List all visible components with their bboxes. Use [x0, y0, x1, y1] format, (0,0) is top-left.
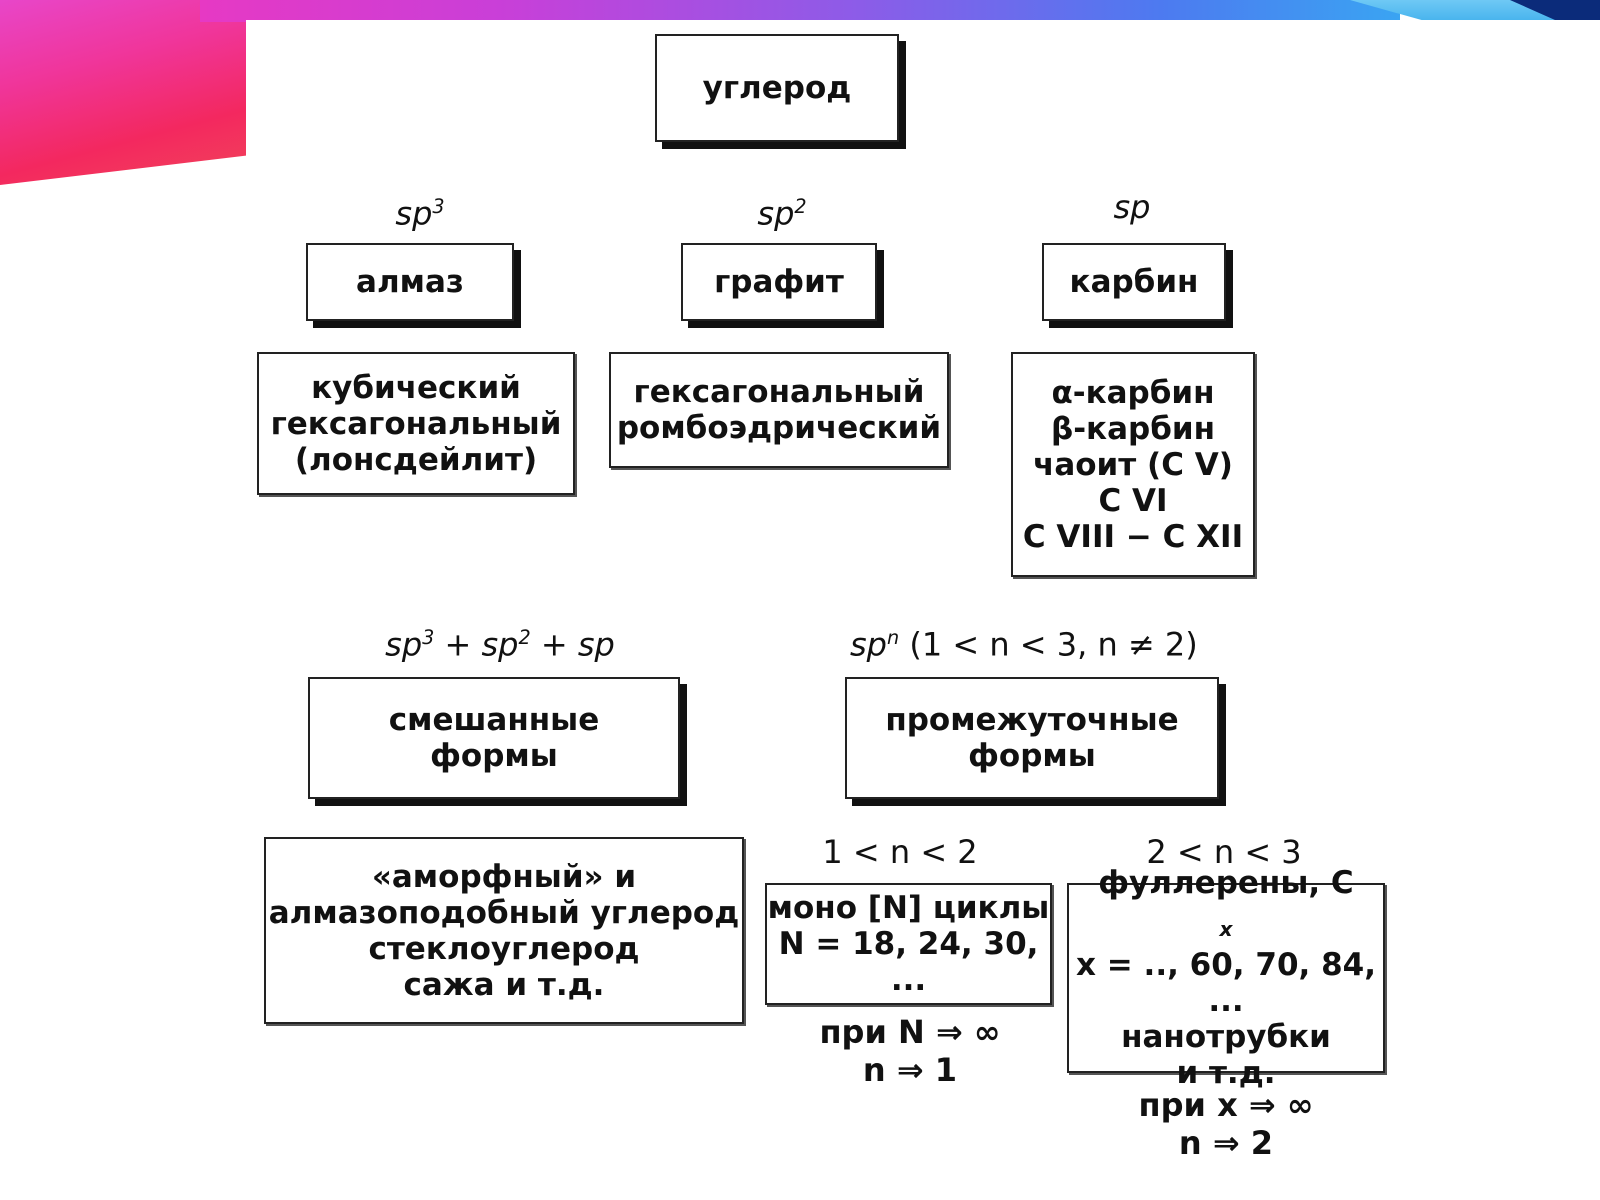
intermediate-forms-line-2: формы [968, 738, 1096, 774]
mixed-variety-dlc: алмазоподобный углерод [268, 894, 740, 931]
graphite-box: графит [681, 243, 877, 321]
mono-cycles-limit-lines: при N ⇒ ∞ n ⇒ 1 [770, 1013, 1050, 1089]
carbyne-variety-chaoite: чаоит (C V) [1033, 446, 1233, 483]
diamond-label: алмаз [356, 264, 464, 300]
fullerenes-line-1-text: фуллерены, C [1098, 864, 1354, 901]
label-intermediate-hybridization: spn (1 < n < 3, n ≠ 2) [850, 619, 1198, 664]
graphite-variety-rhombohedral: ромбоэдрический [616, 410, 942, 446]
label-mixed-hybridization: sp3 + sp2 + sp [340, 619, 660, 664]
decorative-banner-top [200, 0, 1400, 22]
mixed-sp2-base: sp [481, 625, 519, 664]
label-sp2-base: sp [757, 194, 795, 233]
fullerenes-box: фуллерены, C x x = .., 60, 70, 84, ... на… [1067, 865, 1385, 1091]
fullerenes-limit-2: n ⇒ 2 [1178, 1124, 1274, 1162]
mixed-sp-base: sp [577, 625, 615, 664]
fullerenes-line-1-sub: x [1219, 917, 1233, 942]
graphite-varieties-list: гексагональный ромбоэдрический [617, 374, 941, 446]
fullerenes-line-4: и т.д. [1176, 1055, 1276, 1092]
mixed-forms-line-1: смешанные [388, 702, 600, 738]
fullerenes-limit-1: при x ⇒ ∞ [1138, 1086, 1314, 1124]
mono-cycles-line-2: N = 18, 24, 30, ... [778, 926, 1039, 998]
graphite-label: графит [714, 264, 844, 300]
label-sp-base: sp [1113, 188, 1151, 226]
carbyne-varieties-box: α-карбин β-карбин чаоит (C V) C VI C VII… [1011, 352, 1255, 577]
mixed-plus-1: + [434, 625, 482, 664]
carbyne-variety-c8-c12: C VIII − C XII [1022, 518, 1244, 555]
carbyne-varieties-list: α-карбин β-карбин чаоит (C V) C VI C VII… [1023, 375, 1243, 555]
mono-cycles-limit-1: при N ⇒ ∞ [819, 1013, 1001, 1051]
diamond-variety-hexagonal: гексагональный [270, 405, 562, 442]
mono-cycles-list: моно [N] циклы N = 18, 24, 30, ... [767, 890, 1050, 998]
root-label: углерод [702, 70, 852, 106]
diamond-varieties-list: кубический гексагональный (лонсдейлит) [271, 370, 562, 478]
carbyne-variety-c6: C VI [1098, 482, 1168, 519]
diamond-variety-cubic: кубический [311, 369, 521, 406]
decorative-banner-left [0, 0, 248, 185]
range-low-label: 1 < n < 2 [822, 833, 978, 871]
mono-cycles-box: моно [N] циклы N = 18, 24, 30, ... [765, 883, 1052, 1005]
fullerenes-line-1: фуллерены, C x [1069, 865, 1383, 947]
intermediate-forms-label: промежуточные формы [885, 702, 1178, 774]
mixed-variety-amorphous: «аморфный» и [371, 858, 637, 895]
diamond-varieties-box: кубический гексагональный (лонсдейлит) [257, 352, 575, 495]
root-box: углерод [655, 34, 899, 142]
mixed-forms-line-2: формы [430, 738, 558, 774]
mixed-variety-glassy: стеклоуглерод [368, 930, 640, 967]
graphite-varieties-box: гексагональный ромбоэдрический [609, 352, 949, 468]
intermediate-sp-base: sp [850, 625, 887, 664]
fullerenes-list: фуллерены, C x x = .., 60, 70, 84, ... на… [1069, 865, 1383, 1091]
mixed-forms-label: смешанные формы [389, 702, 599, 774]
carbyne-label: карбин [1069, 264, 1199, 300]
fullerenes-line-3: нанотрубки [1121, 1019, 1331, 1056]
diamond-box: алмаз [306, 243, 514, 321]
mixed-sp3-base: sp [385, 625, 423, 664]
graphite-variety-hexagonal: гексагональный [633, 374, 925, 410]
mixed-forms-box: смешанные формы [308, 677, 680, 799]
label-sp3-base: sp [395, 194, 433, 233]
mixed-plus-2: + [530, 625, 578, 664]
fullerenes-limit-lines: при x ⇒ ∞ n ⇒ 2 [1086, 1086, 1366, 1162]
fullerenes-line-2: x = .., 60, 70, 84, ... [1075, 947, 1376, 1020]
mixed-sp2-sup: 2 [518, 626, 531, 649]
range-high-label: 2 < n < 3 [1146, 833, 1302, 871]
label-sp3-sup: 3 [432, 195, 445, 218]
intermediate-sp-sup: n [886, 626, 900, 649]
label-sp3: sp3 [360, 188, 480, 233]
intermediate-forms-box: промежуточные формы [845, 677, 1219, 799]
mono-cycles-line-1: моно [N] циклы [767, 890, 1050, 926]
label-sp2-sup: 2 [794, 195, 807, 218]
mixed-sp3-sup: 3 [422, 626, 435, 649]
carbyne-box: карбин [1042, 243, 1226, 321]
carbyne-variety-beta: β-карбин [1051, 410, 1215, 447]
mixed-varieties-box: «аморфный» и алмазоподобный углерод стек… [264, 837, 744, 1024]
fullerenes-limit: при x ⇒ ∞ n ⇒ 2 [1086, 1086, 1366, 1162]
label-sp: sp [1072, 188, 1192, 226]
mixed-varieties-list: «аморфный» и алмазоподобный углерод стек… [269, 859, 740, 1003]
label-sp2: sp2 [722, 188, 842, 233]
intermediate-forms-line-1: промежуточные [885, 702, 1179, 738]
diamond-variety-lonsdaleite: (лонсдейлит) [294, 441, 538, 478]
carbyne-variety-alpha: α-карбин [1051, 374, 1215, 411]
mixed-variety-soot: сажа и т.д. [403, 966, 605, 1003]
mono-cycles-limit-2: n ⇒ 1 [862, 1051, 958, 1089]
intermediate-condition: (1 < n < 3, n ≠ 2) [899, 625, 1198, 664]
mono-cycles-limit: при N ⇒ ∞ n ⇒ 1 [770, 1013, 1050, 1089]
